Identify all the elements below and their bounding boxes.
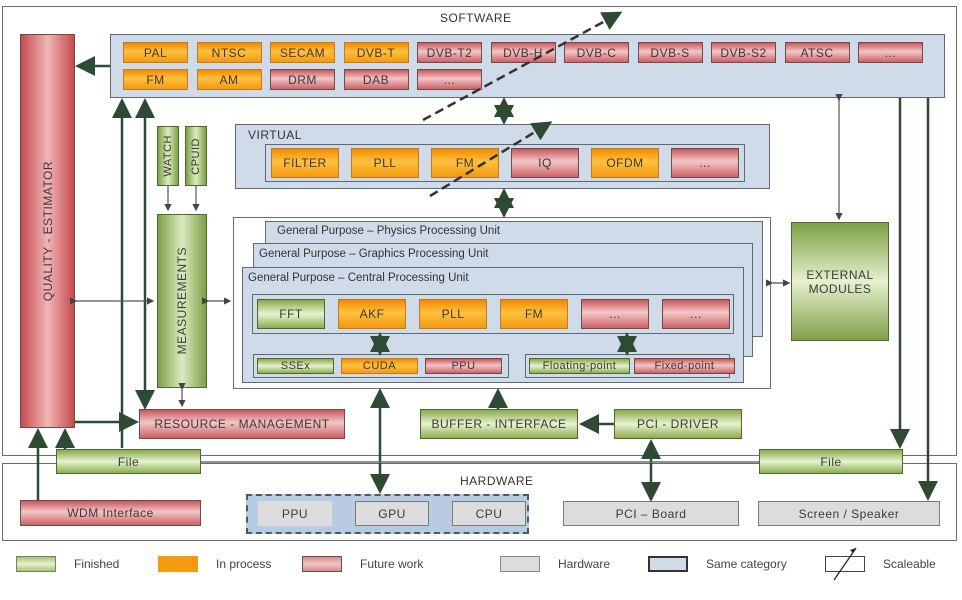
legend-label-hardware: Hardware	[558, 557, 611, 571]
accelerator-cuda[interactable]: CUDA	[341, 358, 418, 374]
hardware-section	[2, 463, 957, 541]
scaleable-icon	[833, 547, 857, 581]
cpuid-label: CPUID	[190, 137, 202, 175]
legend-label-finished: Finished	[74, 557, 120, 571]
standard-drm[interactable]: DRM	[270, 69, 335, 90]
gp-module-fm[interactable]: FM	[500, 299, 568, 329]
pci-board-block[interactable]: PCI – Board	[563, 501, 739, 526]
gp-module-pll[interactable]: PLL	[419, 299, 487, 329]
gp-modules-container	[252, 294, 734, 334]
standard-dvb-s[interactable]: DVB-S	[637, 42, 703, 63]
legend-swatch-finished	[16, 556, 56, 572]
standard-dvb-t2[interactable]: DVB-T2	[417, 42, 482, 63]
file-left-block[interactable]: File	[56, 449, 201, 474]
processor-gpu[interactable]: GPU	[355, 501, 429, 526]
standard-dvb-t[interactable]: DVB-T	[343, 42, 409, 63]
standard-fm[interactable]: FM	[123, 69, 188, 90]
wdm-interface-block[interactable]: WDM Interface	[20, 500, 201, 526]
virtual-module-filter[interactable]: FILTER	[271, 148, 339, 178]
legend-swatch-hardware	[500, 556, 540, 572]
standard-dvb-s2[interactable]: DVB-S2	[711, 42, 776, 63]
arithmetic-fixed-point[interactable]: Fixed-point	[634, 358, 735, 374]
standard-am[interactable]: AM	[196, 69, 262, 90]
quality-estimator-label: QUALITY - ESTIMATOR	[40, 160, 55, 302]
processor-ppu[interactable]: PPU	[258, 501, 332, 526]
cpuid-block[interactable]: CPUID	[185, 126, 207, 186]
external-modules-label-2: MODULES	[808, 281, 872, 296]
gp-module-akf[interactable]: AKF	[338, 299, 406, 329]
gp-cpu-title: General Purpose – Central Processing Uni…	[248, 272, 469, 284]
standard-dvb-c[interactable]: DVB-C	[564, 42, 629, 63]
legend-swatch-same-category	[648, 556, 688, 572]
virtual-title: VIRTUAL	[248, 128, 302, 142]
virtual-module-pll[interactable]: PLL	[351, 148, 419, 178]
pci-driver-block[interactable]: PCI - DRIVER	[614, 409, 742, 439]
watch-block[interactable]: WATCH	[157, 126, 179, 186]
measurements-label: MEASUREMENTS	[175, 247, 189, 355]
legend-swatch-in-process	[158, 556, 198, 572]
standard-more[interactable]: ...	[858, 42, 923, 63]
watch-label: WATCH	[162, 135, 174, 177]
standard-dab[interactable]: DAB	[343, 69, 409, 90]
arithmetic-floating-point[interactable]: Floating-point	[529, 358, 630, 374]
measurements-block[interactable]: MEASUREMENTS	[157, 214, 207, 388]
gp-gpu-title: General Purpose – Graphics Processing Un…	[259, 248, 489, 260]
virtual-module-iq[interactable]: IQ	[511, 148, 579, 178]
software-section	[2, 6, 957, 456]
processor-cpu[interactable]: CPU	[452, 501, 526, 526]
virtual-module-fm[interactable]: FM	[431, 148, 499, 178]
legend-label-scaleable: Scaleable	[883, 557, 936, 571]
legend-swatch-future-work	[302, 556, 342, 572]
hardware-title: HARDWARE	[460, 474, 534, 488]
virtual-module-ofdm[interactable]: OFDM	[591, 148, 659, 178]
standard-dvb-h[interactable]: DVB-H	[490, 42, 556, 63]
quality-estimator-block[interactable]: QUALITY - ESTIMATOR	[20, 34, 75, 428]
legend-swatch-scaleable	[825, 547, 865, 581]
standard-more[interactable]: ...	[417, 69, 482, 90]
standard-atsc[interactable]: ATSC	[784, 42, 850, 63]
external-modules-label-1: EXTERNAL	[806, 267, 874, 282]
gp-module-more[interactable]: ...	[581, 299, 649, 329]
file-right-block[interactable]: File	[759, 449, 903, 474]
virtual-module-more[interactable]: ...	[671, 148, 739, 178]
legend-label-in-process: In process	[216, 557, 272, 571]
accelerator-ssex[interactable]: SSEx	[257, 358, 334, 374]
standard-ntsc[interactable]: NTSC	[196, 42, 262, 63]
buffer-interface-block[interactable]: BUFFER - INTERFACE	[420, 409, 578, 439]
gp-module-fft[interactable]: FFT	[257, 299, 325, 329]
gp-ppu-title: General Purpose – Physics Processing Uni…	[277, 225, 501, 237]
legend-label-same-category: Same category	[706, 557, 787, 571]
standard-pal[interactable]: PAL	[123, 42, 188, 63]
external-modules-block[interactable]: EXTERNAL MODULES	[791, 222, 889, 341]
standard-secam[interactable]: SECAM	[270, 42, 335, 63]
screen-speaker-block[interactable]: Screen / Speaker	[758, 501, 940, 526]
resource-management-block[interactable]: RESOURCE - MANAGEMENT	[139, 409, 345, 439]
accelerator-ppu[interactable]: PPU	[425, 358, 502, 374]
software-title: SOFTWARE	[440, 11, 512, 25]
legend-label-future-work: Future work	[360, 557, 424, 571]
gp-module-more[interactable]: ...	[662, 299, 730, 329]
